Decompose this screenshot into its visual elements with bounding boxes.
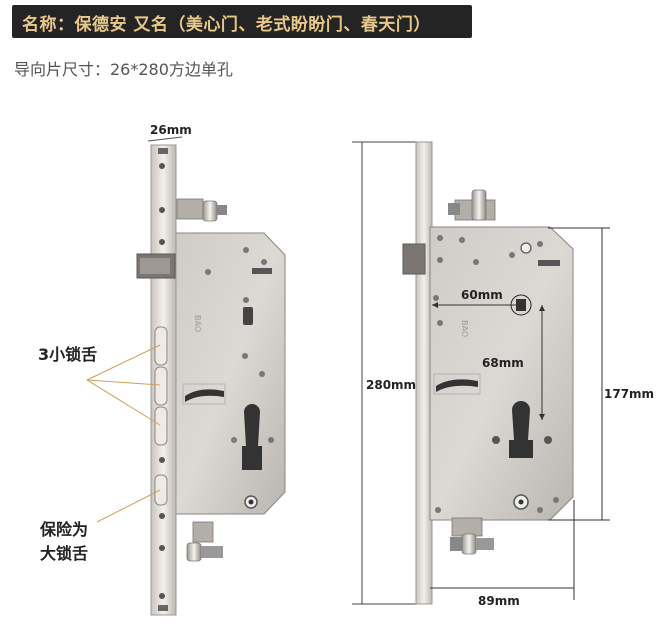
depth-dim-label: 89mm [478, 594, 520, 608]
callout-lines [86, 344, 161, 523]
main-bolt-callout-1: 保险为 [40, 520, 89, 539]
lock-case-left [175, 232, 286, 515]
lock-case-right [429, 226, 574, 521]
title-bar [12, 5, 472, 38]
spacing-dim-label: 177mm [604, 387, 655, 401]
height-dim-label: 280mm [366, 378, 417, 392]
small-bolt-slot-3 [154, 406, 168, 446]
page-subtitle: 导向片尺寸：26*280方边单孔 [14, 60, 233, 79]
small-bolt-callout: 3小锁舌 [38, 345, 98, 364]
small-bolt-slot-2 [154, 366, 168, 406]
main-bolt-slot [154, 474, 168, 506]
center-dim-label: 68mm [482, 356, 524, 370]
backset-dim-label: 60mm [461, 288, 503, 302]
width-dim-line [147, 136, 183, 142]
left-lock: BAO [136, 136, 286, 616]
page-title: 名称：保德安 又名（美心门、老式盼盼门、春天门） [22, 15, 431, 35]
right-lock: BAO [352, 141, 610, 605]
main-bolt-callout-2: 大锁舌 [40, 544, 89, 563]
engraving-left: BAO [193, 315, 202, 332]
small-bolt-slot-1 [154, 326, 168, 366]
width-dim-label: 26mm [150, 123, 192, 137]
engraving-right: BAO [460, 320, 469, 337]
